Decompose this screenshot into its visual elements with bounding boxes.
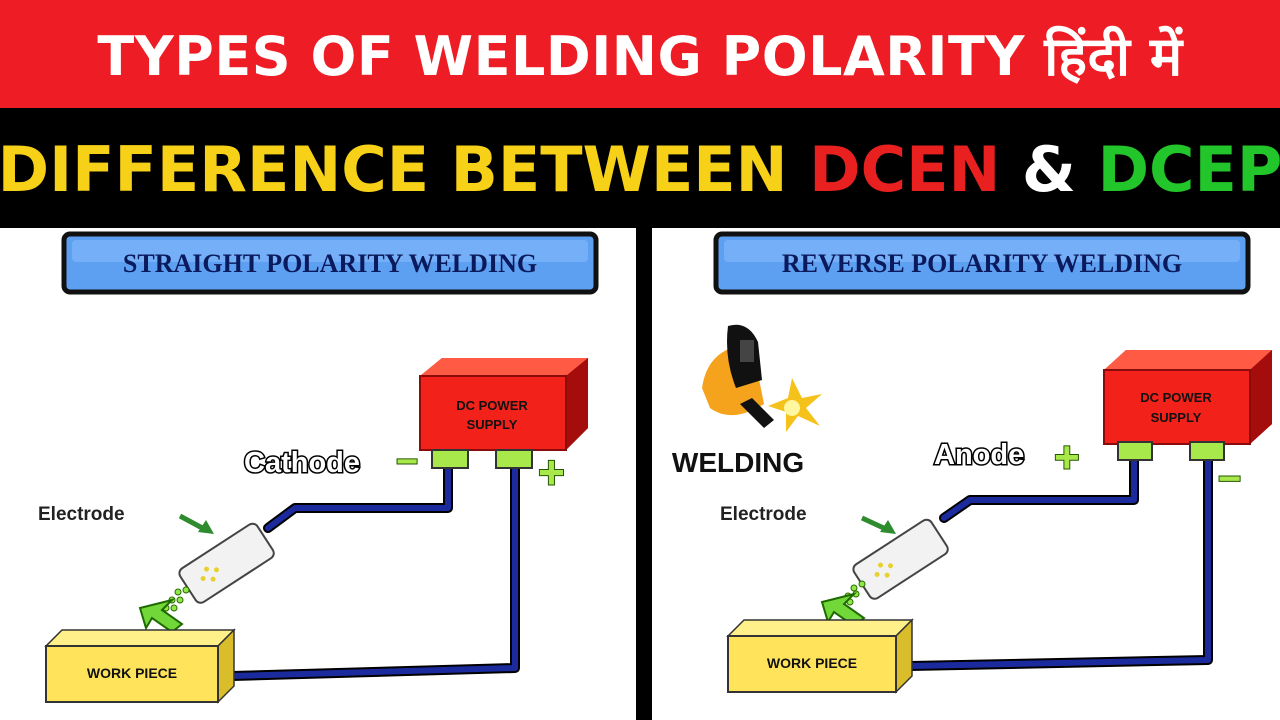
power-supply-line1: DC POWER bbox=[1140, 390, 1212, 405]
arc-sparks bbox=[162, 586, 190, 612]
dc-power-supply-box: DC POWER SUPPLY bbox=[1103, 350, 1272, 445]
positive-terminal bbox=[495, 449, 533, 469]
electrode-label: Electrode bbox=[38, 504, 125, 525]
cables bbox=[905, 451, 1213, 671]
subtitle-dcep: DCEP bbox=[1097, 132, 1280, 206]
power-supply-line1: DC POWER bbox=[456, 398, 528, 413]
plus-sign: + bbox=[1054, 433, 1080, 482]
plus-sign: + bbox=[538, 446, 565, 498]
subtitle-difference-between: DIFFERENCE BETWEEN bbox=[0, 132, 810, 206]
panel-divider bbox=[636, 228, 652, 720]
welder-logo: WELDING bbox=[672, 324, 822, 478]
cathode-label: Cathode bbox=[244, 447, 360, 479]
cables bbox=[227, 458, 520, 681]
power-supply-line2: SUPPLY bbox=[467, 417, 518, 432]
electrode-pointer-arrow bbox=[860, 515, 896, 534]
straight-polarity-panel: STRAIGHT POLARITY WELDING DC POWER SUPPL… bbox=[0, 228, 636, 720]
negative-terminal bbox=[431, 449, 469, 469]
subtitle-banner: DIFFERENCE BETWEEN DCEN & DCEP bbox=[0, 108, 1280, 230]
positive-terminal bbox=[1117, 441, 1153, 461]
minus-sign: − bbox=[396, 441, 418, 483]
work-piece-label: WORK PIECE bbox=[767, 655, 857, 671]
straight-polarity-heading: STRAIGHT POLARITY WELDING bbox=[61, 231, 599, 295]
electrode-holder bbox=[852, 518, 949, 600]
reverse-polarity-panel: REVERSE POLARITY WELDING WELDING DC bbox=[652, 228, 1280, 720]
electrode-label: Electrode bbox=[720, 504, 807, 525]
electrode-pointer-arrow bbox=[178, 513, 214, 534]
power-supply-line2: SUPPLY bbox=[1151, 410, 1202, 425]
page-title: TYPES OF WELDING POLARITY हिंदी में bbox=[97, 25, 1183, 88]
work-piece-block: WORK PIECE bbox=[726, 618, 914, 694]
current-flow-arrow bbox=[138, 598, 184, 634]
minus-sign: − bbox=[1218, 457, 1241, 501]
dc-power-supply-box: DC POWER SUPPLY bbox=[419, 358, 588, 451]
subtitle: DIFFERENCE BETWEEN DCEN & DCEP bbox=[0, 133, 1280, 206]
straight-polarity-heading-text: STRAIGHT POLARITY WELDING bbox=[123, 249, 537, 278]
negative-terminal bbox=[1189, 441, 1225, 461]
reverse-polarity-heading: REVERSE POLARITY WELDING bbox=[713, 231, 1251, 295]
reverse-polarity-heading-text: REVERSE POLARITY WELDING bbox=[782, 249, 1182, 278]
welding-logo-text: WELDING bbox=[672, 447, 804, 478]
electrode-holder bbox=[178, 522, 275, 604]
title-banner: TYPES OF WELDING POLARITY हिंदी में bbox=[0, 0, 1280, 108]
subtitle-ampersand: & bbox=[1000, 132, 1098, 206]
work-piece-block: WORK PIECE bbox=[44, 628, 236, 704]
anode-label: Anode bbox=[934, 439, 1024, 471]
work-piece-label: WORK PIECE bbox=[87, 665, 177, 681]
subtitle-dcen: DCEN bbox=[809, 132, 1001, 206]
